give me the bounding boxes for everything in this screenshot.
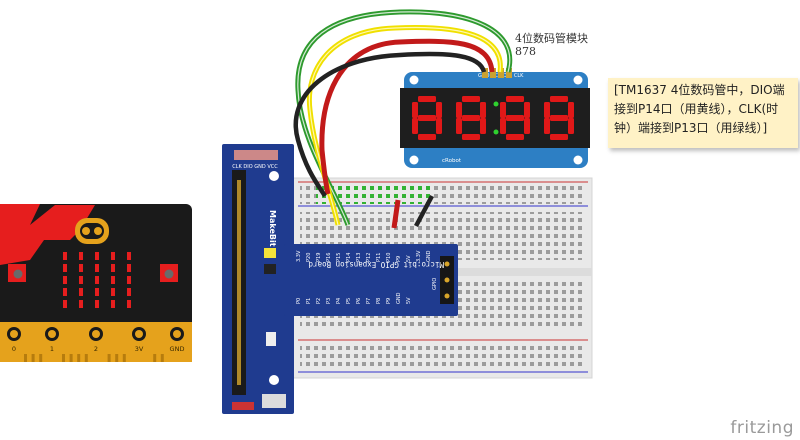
led bbox=[79, 288, 83, 296]
led bbox=[95, 300, 99, 308]
module-label: 4位数码管模块 878 bbox=[515, 32, 588, 58]
led bbox=[127, 276, 131, 284]
bottom-pin-label: P4 bbox=[336, 298, 342, 304]
led bbox=[63, 264, 67, 272]
pad-label: 3V bbox=[135, 345, 144, 353]
bottom-pin-label: P8 bbox=[376, 298, 382, 304]
pad-label: GND bbox=[170, 345, 185, 353]
bottom-pin-label: 5V bbox=[406, 297, 412, 304]
pad-label: 2 bbox=[94, 345, 98, 353]
module-label-line1: 4位数码管模块 bbox=[515, 32, 588, 45]
top-pin-label: GND bbox=[426, 250, 432, 262]
led bbox=[79, 276, 83, 284]
board-title: Micro:bit GPIO Expansion Board bbox=[309, 260, 444, 269]
top-pin-label: P12 bbox=[366, 253, 372, 262]
led bbox=[127, 288, 131, 296]
top-pin-label: P20 bbox=[306, 253, 312, 262]
led bbox=[79, 300, 83, 308]
bottom-pin-label: P6 bbox=[356, 298, 362, 304]
top-pin-label: 3.3V bbox=[416, 250, 422, 262]
bottom-pin-label: P5 bbox=[346, 298, 352, 304]
led bbox=[111, 276, 115, 284]
wires bbox=[293, 9, 513, 229]
bottom-pin-label: P3 bbox=[326, 298, 332, 304]
bottom-pin-label: P1 bbox=[306, 298, 312, 304]
expansion-board: CLK DIO GND VCC MakeBit Micro:bit GPIO E… bbox=[222, 144, 458, 414]
bottom-pin-label: P0 bbox=[296, 298, 302, 304]
black-wire bbox=[293, 51, 487, 198]
led bbox=[79, 264, 83, 272]
bottom-pin-label: GND bbox=[396, 292, 402, 304]
top-pin-label: 3.3V bbox=[296, 250, 302, 262]
led bbox=[95, 264, 99, 272]
led bbox=[111, 288, 115, 296]
top-pin-label: P9 bbox=[396, 256, 402, 262]
led bbox=[127, 300, 131, 308]
microbit-board: 0 1 2 3V GND bbox=[0, 204, 192, 362]
top-pin-label: P10 bbox=[386, 253, 392, 262]
led bbox=[111, 252, 115, 260]
expansion-board-gpio-label: GPIO bbox=[432, 278, 438, 290]
red-wire bbox=[319, 38, 495, 195]
led bbox=[111, 300, 115, 308]
bottom-pin-label: P9 bbox=[386, 298, 392, 304]
top-pin-label: P15 bbox=[336, 253, 342, 262]
led bbox=[79, 252, 83, 260]
annotation-note: [TM1637 4位数码管中，DIO端接到P14口（用黄线），CLK(时钟）端接… bbox=[608, 78, 798, 148]
led bbox=[63, 276, 67, 284]
module-brand: cRobot bbox=[442, 158, 462, 164]
edge-pads: 0 1 2 3V GND bbox=[7, 327, 184, 362]
pad-label: 1 bbox=[50, 345, 54, 353]
led-matrix bbox=[63, 252, 131, 308]
bottom-pin-label: P7 bbox=[366, 298, 372, 304]
top-pin-label: P13 bbox=[356, 253, 362, 262]
led bbox=[63, 288, 67, 296]
fritzing-watermark: fritzing bbox=[730, 418, 794, 438]
digit-group: 8888 bbox=[412, 96, 574, 140]
makebit-logo: MakeBit bbox=[268, 210, 277, 247]
red-jumper bbox=[391, 199, 401, 229]
bottom-pin-label: P2 bbox=[316, 298, 322, 304]
led bbox=[127, 252, 131, 260]
top-pin-label: P14 bbox=[346, 253, 352, 262]
led bbox=[111, 264, 115, 272]
pad-label: 0 bbox=[12, 345, 16, 353]
led bbox=[63, 252, 67, 260]
top-pin-label: P19 bbox=[316, 253, 322, 262]
black-jumper bbox=[414, 194, 434, 228]
bottom-pin-labels: P0 P1 P2 P3 P4 P5 P6 P7 P8 P9 GND 5V bbox=[296, 292, 412, 304]
top-pin-label: P11 bbox=[376, 253, 382, 262]
led bbox=[95, 252, 99, 260]
top-pin-labels: 3.3V P20 P19 P16 P15 P14 P13 P12 P11 P10 P9 5V 3.3V G… bbox=[296, 250, 432, 262]
module-label-line2: 878 bbox=[515, 45, 536, 58]
led bbox=[95, 276, 99, 284]
led bbox=[63, 300, 67, 308]
digit-2: 8 bbox=[456, 96, 486, 140]
led bbox=[127, 264, 131, 272]
seven-segment-module: 8888 GND VCC DIO CLK cRobot bbox=[400, 68, 590, 168]
top-pin-label: 5V bbox=[406, 255, 412, 262]
top-pin-label: P16 bbox=[326, 253, 332, 262]
digit-4: 8 bbox=[544, 96, 574, 140]
led bbox=[95, 288, 99, 296]
digit-1: 8 bbox=[412, 96, 442, 140]
slot-pin-text: CLK DIO GND VCC bbox=[232, 164, 278, 170]
digit-3: 8 bbox=[500, 96, 530, 140]
